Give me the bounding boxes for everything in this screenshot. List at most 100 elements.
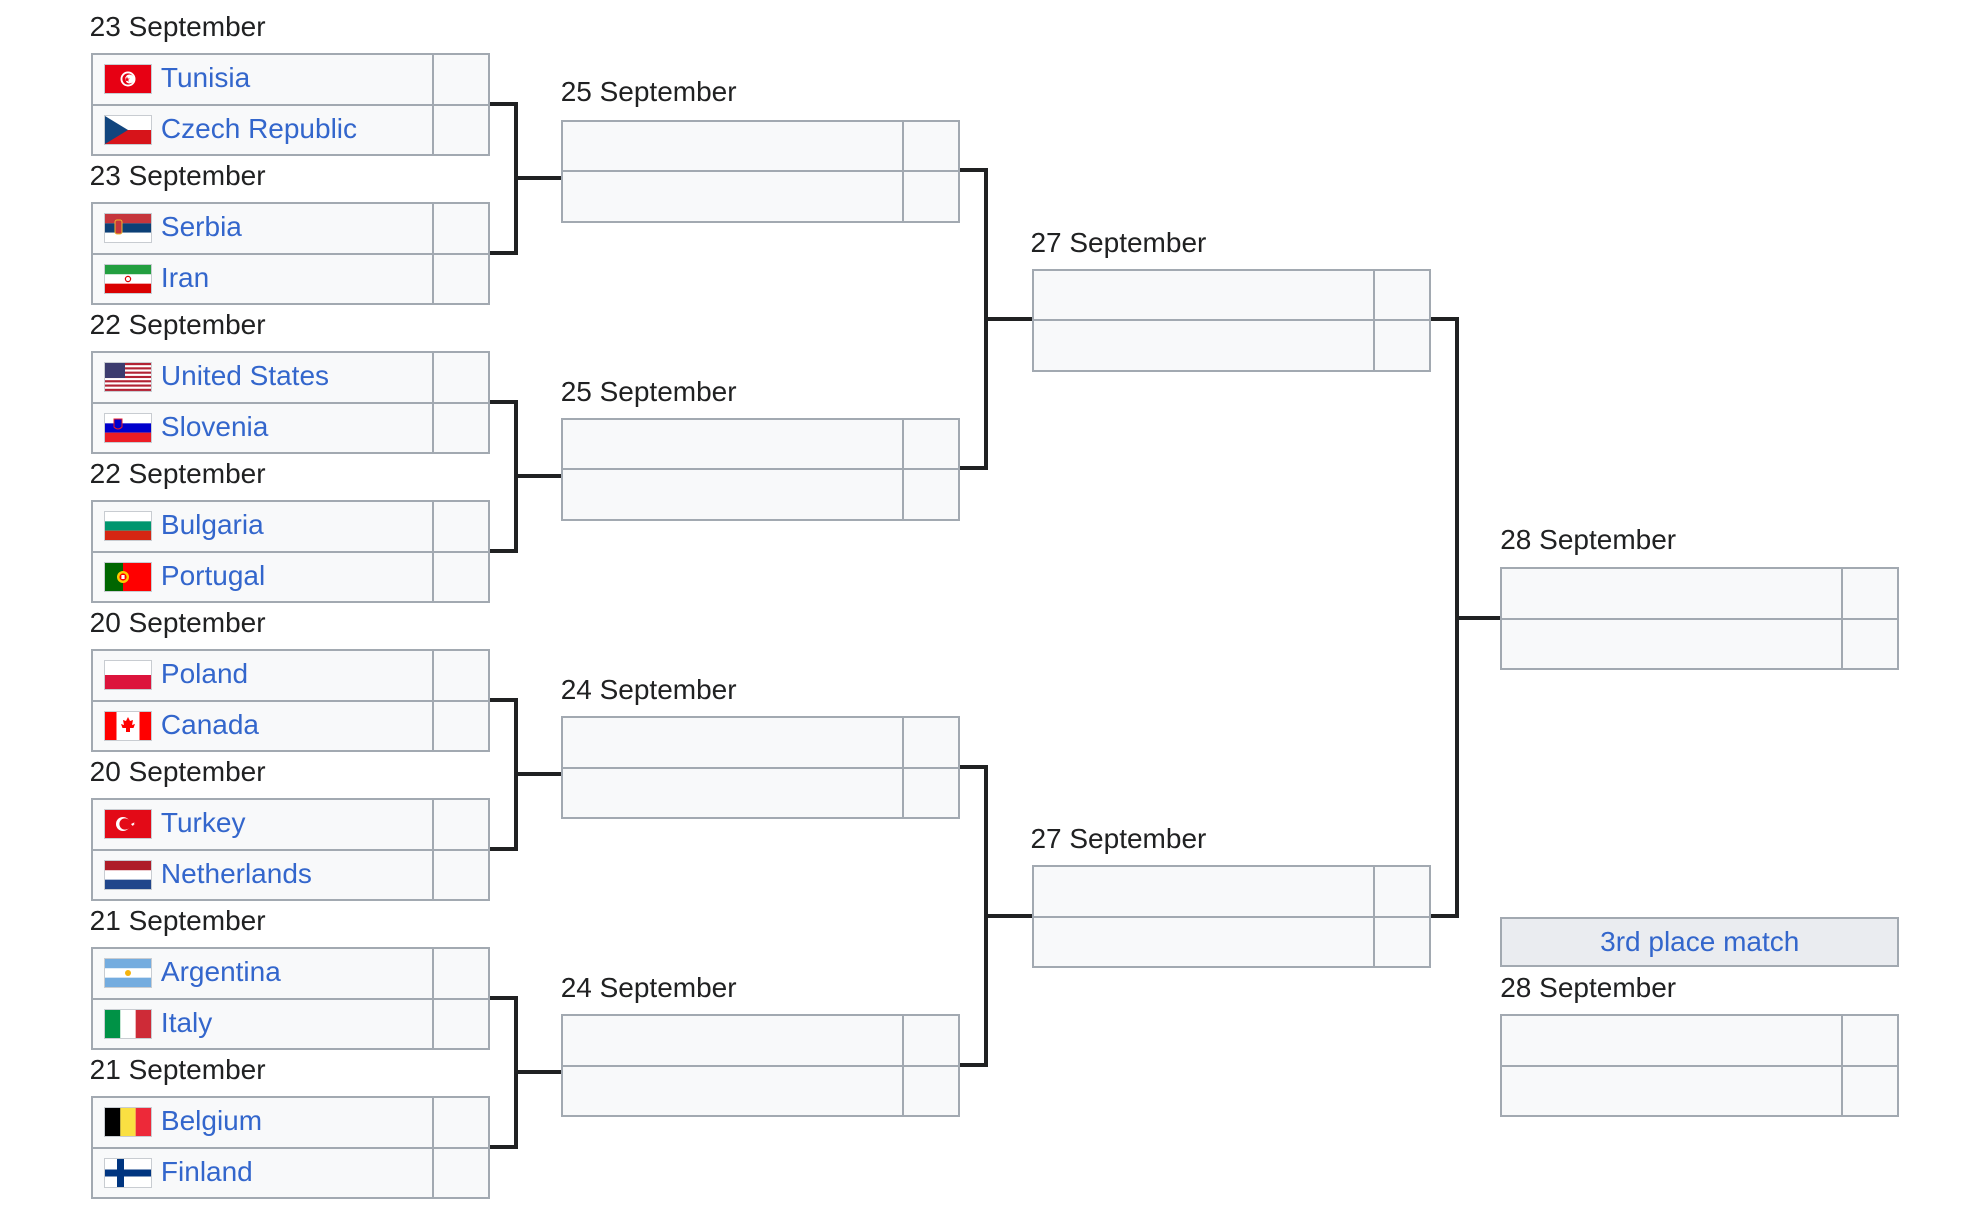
team-link-finland[interactable]: Finland (160, 1155, 253, 1187)
quarterfinal-match (560, 119, 960, 223)
united-states-flag-icon (104, 363, 151, 392)
team-link-serbia[interactable]: Serbia (160, 211, 242, 243)
match-slot (560, 716, 960, 769)
match-slot (560, 417, 960, 471)
team-cell (563, 419, 904, 469)
match-date: 27 September (1030, 823, 1207, 855)
match-date: 23 September (89, 11, 266, 43)
match-slot: Tunisia (90, 53, 490, 106)
bracket-connector-line (515, 176, 561, 181)
score-cell (1839, 569, 1897, 618)
team-cell (1034, 867, 1375, 916)
team-link-united-states[interactable]: United States (160, 360, 330, 392)
team-link-turkey[interactable]: Turkey (160, 807, 246, 839)
match-slot (560, 1014, 960, 1067)
final-match (1500, 567, 1900, 670)
score-cell (430, 204, 488, 253)
team-cell (1502, 569, 1844, 618)
score-cell (900, 1016, 958, 1065)
team-cell (563, 470, 904, 519)
quarterfinal-match (560, 417, 960, 521)
match-slot: Argentina (90, 947, 490, 1000)
italy-flag-icon (104, 1009, 151, 1038)
team-cell: Slovenia (93, 403, 434, 453)
match-slot: Serbia (90, 202, 490, 255)
score-cell (900, 1067, 958, 1116)
score-cell (900, 769, 958, 818)
team-link-portugal[interactable]: Portugal (160, 559, 266, 591)
bracket-connector (1430, 317, 1459, 918)
bracket-connector (489, 399, 518, 553)
score-cell (1839, 620, 1897, 669)
match-date: 21 September (89, 1054, 266, 1086)
match-date: 28 September (1500, 523, 1677, 555)
match-slot: Netherlands (90, 848, 490, 902)
team-link-iran[interactable]: Iran (160, 261, 210, 293)
match-slot: Iran (90, 252, 490, 306)
team-cell: Finland (93, 1148, 434, 1198)
serbia-flag-icon (104, 214, 151, 243)
team-cell: United States (93, 353, 434, 402)
team-link-canada[interactable]: Canada (160, 708, 260, 740)
match-slot (560, 766, 960, 820)
score-cell (1371, 867, 1429, 916)
third-place-match (1500, 1014, 1900, 1118)
team-link-slovenia[interactable]: Slovenia (160, 410, 269, 442)
score-cell (900, 420, 958, 469)
score-cell (900, 718, 958, 767)
team-link-czech-republic[interactable]: Czech Republic (160, 112, 358, 144)
team-link-italy[interactable]: Italy (160, 1006, 213, 1038)
match-slot (1031, 915, 1431, 969)
team-cell: Turkey (93, 800, 434, 849)
bracket-connector-line (985, 317, 1032, 322)
team-link-belgium[interactable]: Belgium (160, 1105, 263, 1137)
match-date: 22 September (89, 309, 266, 341)
score-cell (430, 949, 488, 998)
score-cell (1839, 1067, 1897, 1116)
team-cell (563, 172, 904, 221)
match-slot (1500, 617, 1900, 670)
portugal-flag-icon (104, 562, 151, 591)
match-date: 25 September (560, 75, 737, 107)
team-cell: Belgium (93, 1098, 434, 1147)
bulgaria-flag-icon (104, 512, 151, 541)
finland-flag-icon (104, 1158, 151, 1187)
team-cell (1502, 619, 1844, 668)
third-place-match-link[interactable]: 3rd place match (1500, 916, 1900, 968)
quarterfinal-match (560, 716, 960, 820)
score-cell (430, 106, 488, 155)
bracket-connector-line (515, 1070, 561, 1075)
team-cell (563, 1066, 904, 1116)
score-cell (430, 800, 488, 849)
score-cell (430, 702, 488, 751)
team-cell: Netherlands (93, 850, 434, 900)
turkey-flag-icon (104, 810, 151, 839)
score-cell (430, 1098, 488, 1147)
bracket-connector-line (985, 913, 1032, 918)
match-slot: Portugal (90, 550, 490, 604)
team-link-argentina[interactable]: Argentina (160, 956, 281, 988)
team-cell: Argentina (93, 949, 434, 998)
match-slot: Turkey (90, 798, 490, 851)
team-cell (1502, 1066, 1844, 1116)
bracket-connector (959, 764, 988, 1067)
team-link-bulgaria[interactable]: Bulgaria (160, 509, 264, 541)
team-link-tunisia[interactable]: Tunisia (160, 62, 251, 94)
team-cell (1034, 270, 1375, 320)
match-slot (560, 170, 960, 223)
team-cell (1034, 321, 1375, 370)
score-cell (430, 651, 488, 700)
team-link-poland[interactable]: Poland (160, 658, 249, 690)
score-cell (900, 172, 958, 221)
match-slot: Czech Republic (90, 103, 490, 157)
team-link-netherlands[interactable]: Netherlands (160, 857, 312, 889)
match-slot: Italy (90, 997, 490, 1051)
czech-republic-flag-icon (104, 115, 151, 144)
quarterfinal-match (560, 1014, 960, 1118)
team-cell: Tunisia (93, 55, 434, 104)
match-slot (1031, 865, 1431, 918)
